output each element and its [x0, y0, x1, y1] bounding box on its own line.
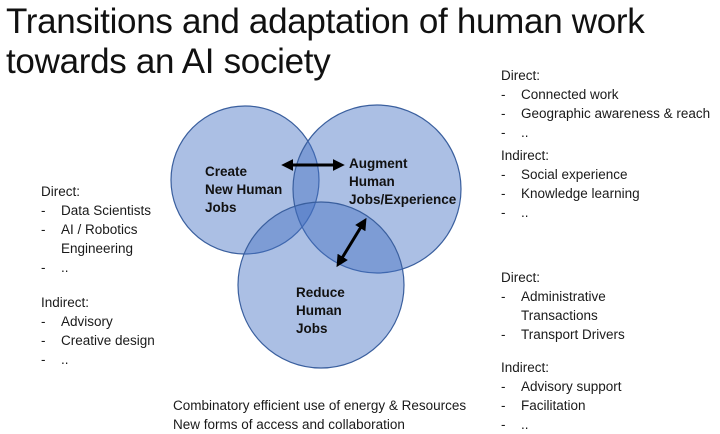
- list-item: -Connected work: [501, 87, 619, 102]
- circle-create: [170, 105, 320, 255]
- list-item: -..: [501, 125, 529, 140]
- left-direct: Direct: -Data Scientists -AI / Robotics …: [41, 182, 191, 277]
- list-item: -Geographic awareness & reach: [501, 106, 711, 121]
- list-item: -Advisory: [41, 314, 113, 329]
- bottom-notes: Combinatory efficient use of energy & Re…: [173, 398, 467, 432]
- left-indirect: Indirect: -Advisory -Creative design -..: [41, 293, 191, 369]
- list-item: -Social experience: [501, 167, 628, 182]
- right-top-direct: Direct: -Connected work -Geographic awar…: [501, 66, 716, 142]
- page-title: Transitions and adaptation of human work…: [6, 2, 645, 81]
- list-item: -Data Scientists: [41, 203, 152, 218]
- list-item: -..: [501, 417, 529, 432]
- list-item: -AI / Robotics Engineering: [41, 222, 138, 256]
- list-item: -Advisory support: [501, 379, 622, 394]
- right-top-indirect: Indirect: -Social experience -Knowledge …: [501, 146, 716, 222]
- list-item: -..: [41, 260, 69, 275]
- list-item: -Transport Drivers: [501, 327, 625, 342]
- circle-label-create: Create New Human Jobs: [205, 164, 283, 215]
- list-item: -Administrative Transactions: [501, 289, 606, 323]
- circle-augment: [292, 104, 462, 274]
- list-item: -..: [41, 352, 69, 367]
- list-item: -Knowledge learning: [501, 186, 640, 201]
- right-bottom-direct: Direct: -Administrative Transactions -Tr…: [501, 268, 716, 344]
- list-item: -Creative design: [41, 333, 155, 348]
- arrow-augment-reduce: [336, 217, 367, 268]
- list-item: -..: [501, 205, 529, 220]
- circle-label-reduce: Reduce Human Jobs: [296, 285, 345, 336]
- list-item: -Facilitation: [501, 398, 586, 413]
- right-bottom-indirect: Indirect: -Advisory support -Facilitatio…: [501, 358, 716, 434]
- circle-label-augment: Augment Human Jobs/Experience: [349, 156, 457, 207]
